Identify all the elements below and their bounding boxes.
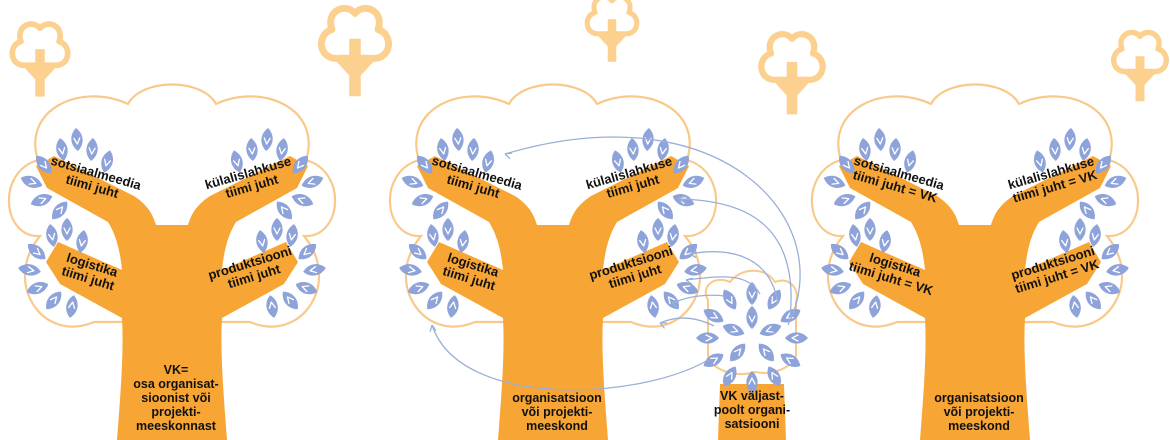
connector-arrow: [504, 136, 801, 326]
arrow-head: [689, 250, 697, 259]
connector-arrow: [671, 294, 726, 304]
external-label-line: poolt organi-: [714, 403, 790, 417]
connector-arrow: [677, 198, 792, 319]
trunk-label-line: või projekti-: [944, 405, 1015, 419]
trunk-label-line: meeskond: [948, 419, 1010, 433]
trunk-label-line: osa organisat-: [133, 377, 218, 391]
tree-trunk: [417, 156, 689, 440]
arrow-head: [504, 152, 513, 160]
small-tree-icon: [587, 0, 637, 62]
trunk-label-line: meeskond: [526, 419, 588, 433]
tree-trunk: [839, 156, 1111, 440]
external-label: VK väljast-poolt organi-satsiooni: [714, 389, 790, 431]
connector-arrow: [689, 251, 779, 305]
trunk-label-line: või projekti-: [522, 405, 593, 419]
arrow-head: [685, 277, 693, 285]
trunk-label-line: VK=: [164, 363, 189, 377]
trunk-label-line: organisatsioon: [512, 391, 602, 405]
tree-3: [810, 83, 1140, 440]
arrow-head: [677, 195, 685, 203]
connector-arrow: [659, 317, 715, 327]
external-trunk: [718, 384, 786, 440]
small-tree-icon: [321, 8, 388, 96]
trunk-label-line: sioonist või: [141, 391, 210, 405]
tree-trunk: [36, 156, 308, 440]
small-tree-icon: [761, 34, 822, 114]
small-tree-icon: [12, 24, 67, 97]
connector-arrow: [685, 276, 761, 295]
connector-arrow: [431, 324, 709, 391]
trunk-label-line: projekti-: [151, 405, 200, 419]
external-label-line: satsiooni: [725, 417, 780, 431]
tree-2: [388, 83, 718, 440]
arrow-head: [429, 324, 437, 332]
trunk-label: VK=osa organisat-sioonist võiprojekti-me…: [133, 363, 218, 433]
tree-1: [7, 83, 337, 440]
external-vk-tree: [695, 269, 809, 440]
trunk-label-line: organisatsioon: [934, 391, 1024, 405]
arrow-head: [659, 322, 667, 329]
external-label-line: VK väljast-: [720, 389, 784, 403]
arrow-group: [429, 136, 801, 391]
small-tree-icon: [1114, 32, 1167, 101]
arrow-head: [671, 301, 680, 308]
trunk-label-line: meeskonnast: [136, 419, 217, 433]
